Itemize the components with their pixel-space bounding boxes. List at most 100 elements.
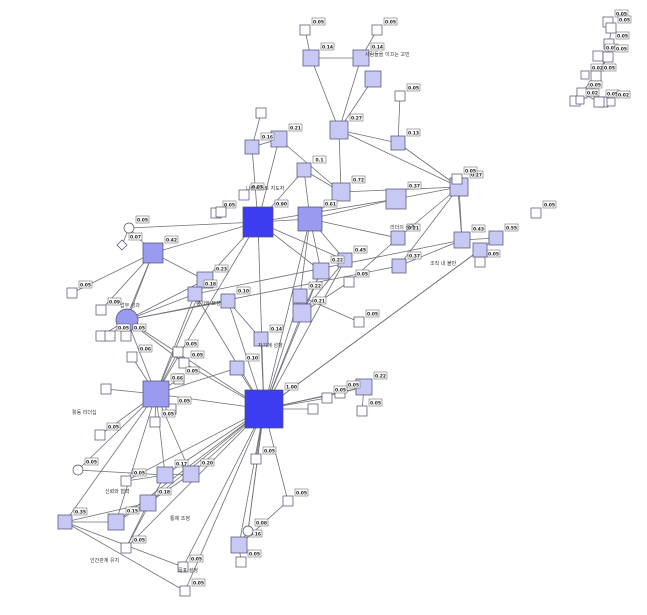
graph-node: 0.05 xyxy=(371,17,398,36)
graph-node: 0.05 xyxy=(451,166,478,185)
value-badge-text: 0.05 xyxy=(606,46,617,52)
node-label-text: 목표 설정 xyxy=(178,567,198,574)
node-shape xyxy=(472,242,488,258)
graph-node: 0.05 xyxy=(605,15,632,34)
graph-node: 0.05 xyxy=(149,409,176,428)
graph-edge xyxy=(126,265,400,321)
graph-node xyxy=(307,403,319,415)
node-shape xyxy=(593,96,605,108)
graph-node: 0.05 xyxy=(165,396,192,415)
graph-edge xyxy=(310,57,340,131)
value-badge-text: 0.05 xyxy=(192,353,203,359)
graph-edge xyxy=(155,221,259,395)
node-shape xyxy=(142,380,170,408)
node-shape xyxy=(307,403,319,415)
node-label-text: 리더의 성격 xyxy=(390,224,415,231)
graph-edge xyxy=(64,521,186,592)
node-shape xyxy=(179,585,191,597)
graph-edge xyxy=(64,393,157,523)
node-shape xyxy=(575,95,585,105)
node-shape xyxy=(95,330,107,342)
value-badge xyxy=(189,554,204,563)
value-badge xyxy=(471,224,486,233)
graph-node: 0.42 xyxy=(142,235,179,264)
value-badge xyxy=(116,323,131,332)
graph-edge xyxy=(338,129,342,193)
value-badge xyxy=(174,459,189,468)
value-badge-text: 0.05 xyxy=(385,20,396,26)
node-shape xyxy=(255,107,267,119)
value-badge-text: 0.05 xyxy=(357,272,368,278)
value-badge-text: 0.05 xyxy=(86,460,97,466)
graph-edge xyxy=(398,239,463,267)
value-badge-text: 0.27 xyxy=(471,173,482,179)
graph-node: 0.05 xyxy=(282,488,309,507)
value-badge xyxy=(190,350,205,359)
value-badge xyxy=(323,199,338,208)
value-badge xyxy=(236,286,251,295)
node-shape xyxy=(580,70,590,80)
graph-node: 0.02 xyxy=(606,90,631,107)
graph-edge xyxy=(77,469,166,476)
value-badge-text: 0.21 xyxy=(408,226,419,232)
value-badge-text: 0.05 xyxy=(616,12,627,18)
node-shape xyxy=(282,495,294,507)
value-badge xyxy=(128,232,143,241)
graph-node: 0.1 xyxy=(296,155,327,178)
graph-node: 0.05 xyxy=(321,385,348,404)
graph-node: 0.05 xyxy=(177,554,204,573)
node-shape xyxy=(356,405,368,417)
node-shape xyxy=(149,416,161,428)
graph-edge xyxy=(299,295,360,323)
node-shape xyxy=(343,276,355,288)
value-badge-text: 0.05 xyxy=(186,342,197,348)
value-badge-text: 0.05 xyxy=(191,557,202,563)
node-shape xyxy=(178,357,190,369)
node-label-text: 조직 내 불만 xyxy=(430,260,457,267)
node-shape xyxy=(177,561,189,573)
value-badge xyxy=(365,309,380,318)
value-badge xyxy=(191,578,206,587)
value-badge-text: 0.05 xyxy=(348,383,359,389)
value-badge xyxy=(407,181,422,190)
node-shape xyxy=(142,242,164,264)
node-shape xyxy=(321,392,333,404)
graph-edge xyxy=(397,142,460,188)
value-badge xyxy=(294,488,309,497)
graph-node: 0.05 xyxy=(394,83,421,102)
node-shape xyxy=(292,303,312,323)
value-badge xyxy=(250,182,265,191)
node-shape xyxy=(590,70,602,82)
graph-node: 0.14 xyxy=(352,42,385,67)
graph-node: 0.37 xyxy=(391,251,422,274)
node-label-text: 사람들을 이끄는 고민 xyxy=(365,51,410,58)
value-badge-text: 0.21 xyxy=(290,126,301,132)
node-shape xyxy=(244,139,260,155)
node-label-text: 통제 조정 xyxy=(170,515,190,522)
value-badge xyxy=(222,200,237,209)
value-badge-text: 0.22 xyxy=(332,258,343,264)
graph-edge xyxy=(263,249,481,410)
node-label-text: 나르시스트 지도자 xyxy=(246,185,285,192)
value-badge xyxy=(312,296,327,305)
graph-node: 0.16 xyxy=(244,132,275,155)
value-badge xyxy=(617,15,632,24)
value-badge-text: 0.16 xyxy=(250,532,261,538)
graph-node: 0.72 xyxy=(331,175,366,202)
value-badge xyxy=(185,366,200,375)
value-badge xyxy=(73,507,88,516)
graph-node: 0.05 xyxy=(250,446,277,465)
node-shape xyxy=(488,230,504,246)
graph-node: 0.18 xyxy=(187,279,218,302)
value-badge-text: 0.05 xyxy=(313,20,324,26)
value-badge xyxy=(247,549,262,558)
value-badge xyxy=(406,128,421,137)
value-badge xyxy=(214,264,229,273)
node-shape xyxy=(242,525,254,537)
value-badge-text: 0.05 xyxy=(335,388,346,394)
value-badge-text: 0.05 xyxy=(187,369,198,375)
graph-node: 0.21 xyxy=(292,296,327,323)
value-badge xyxy=(262,446,277,455)
graph-node: 0.05 xyxy=(356,398,383,417)
value-badge-text: 0.1 xyxy=(316,158,324,164)
